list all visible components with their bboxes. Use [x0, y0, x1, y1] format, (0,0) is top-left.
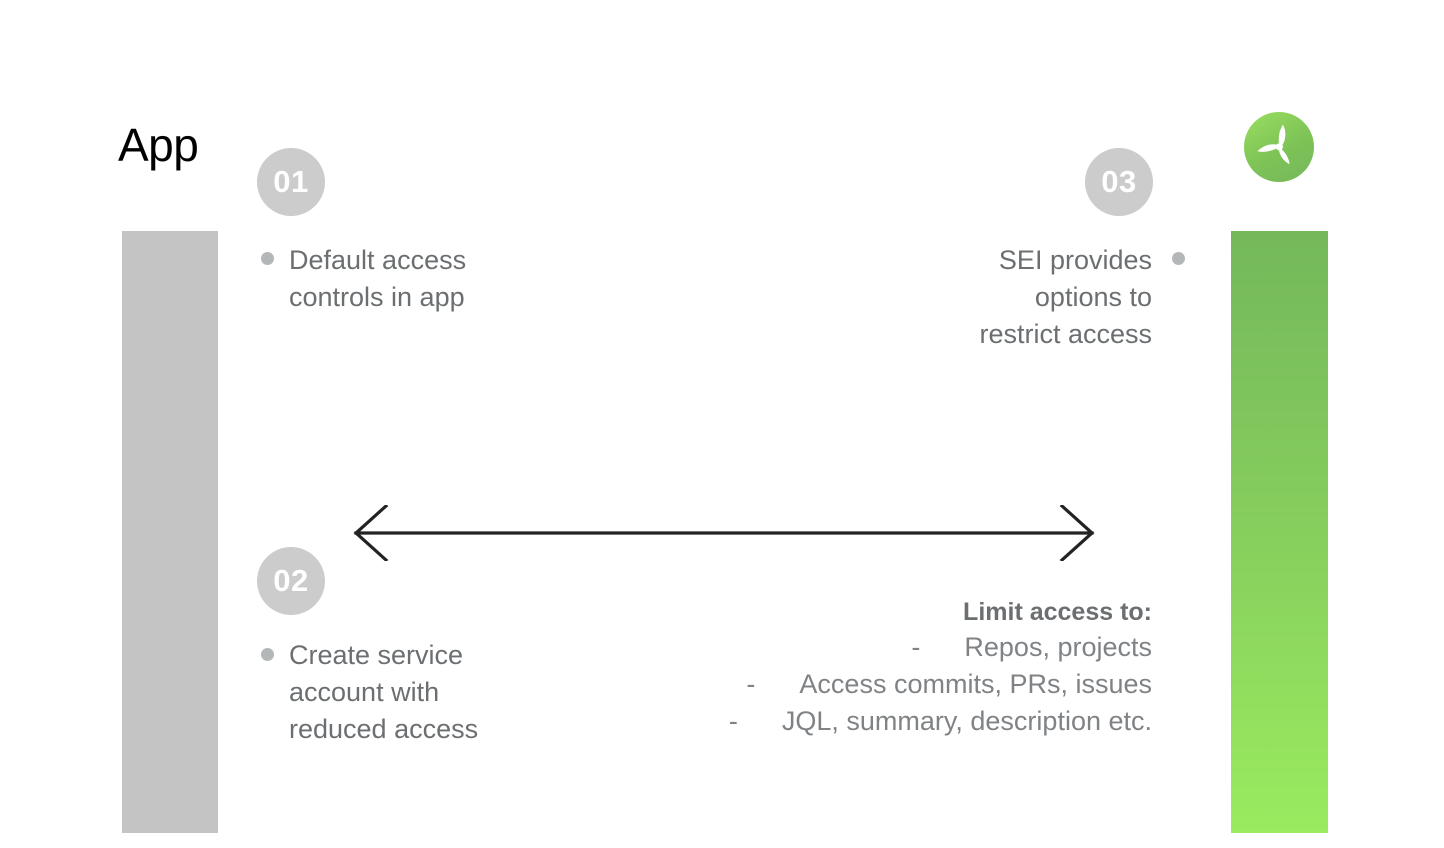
limit-access-item-label: Repos, projects: [964, 632, 1152, 662]
limit-access-block: Limit access to: - Repos, projects - Acc…: [592, 596, 1152, 740]
list-dash: -: [911, 632, 921, 662]
double-headed-arrow-icon: [350, 505, 1098, 561]
step-text-03: SEI provides options to restrict access: [979, 245, 1152, 349]
limit-access-item-label: JQL, summary, description etc.: [781, 706, 1152, 736]
step-badge-02: 02: [257, 547, 325, 615]
bullet-dot-03: [1172, 252, 1185, 265]
page-title: App: [118, 119, 199, 171]
app-column-bar: [122, 231, 218, 833]
step-badge-03: 03: [1085, 148, 1153, 216]
bullet-dot-02: [261, 648, 274, 661]
list-dash: -: [746, 669, 756, 699]
sei-column-bar: [1231, 231, 1328, 833]
list-dash: -: [728, 706, 738, 736]
limit-access-item: - Repos, projects: [592, 629, 1152, 666]
step-badge-01: 01: [257, 148, 325, 216]
propeller-logo-icon: [1244, 112, 1314, 182]
limit-access-title: Limit access to:: [963, 598, 1152, 626]
step-text-01: Default access controls in app: [289, 245, 467, 312]
bullet-dot-01: [261, 252, 274, 265]
limit-access-item: - Access commits, PRs, issues: [592, 666, 1152, 703]
limit-access-item: - JQL, summary, description etc.: [592, 703, 1152, 740]
step-text-02: Create service account with reduced acce…: [289, 640, 479, 744]
limit-access-item-label: Access commits, PRs, issues: [799, 669, 1152, 699]
